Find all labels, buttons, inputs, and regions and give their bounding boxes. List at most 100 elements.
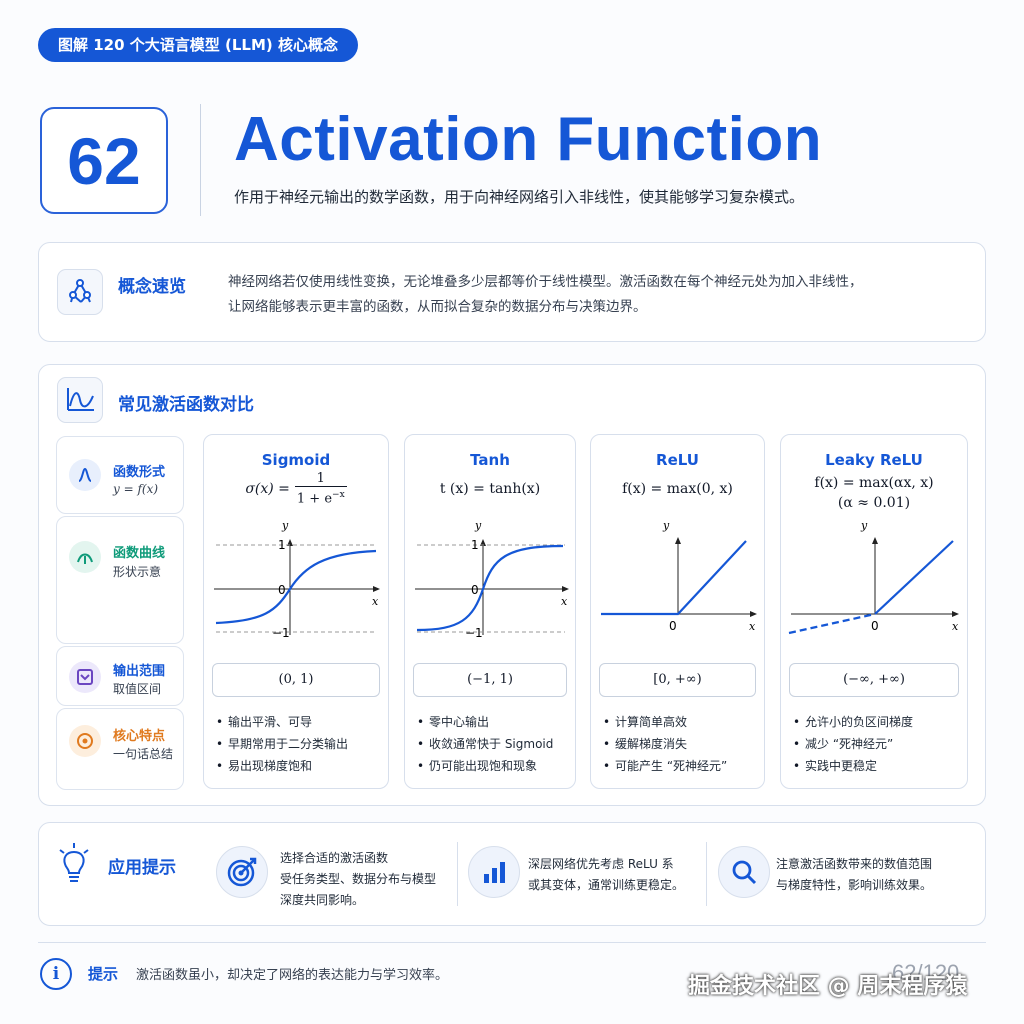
row-label-sub: 形状示意 <box>113 565 162 579</box>
tip-line: 与梯度特性，影响训练效果。 <box>776 878 933 892</box>
page-title: Activation Function <box>234 105 823 174</box>
function-formula: σ(x) = 1 1 + e−x <box>204 471 388 507</box>
relu-curve <box>601 540 747 616</box>
series-label: 图解 120 个大语言模型 (LLM) 核心概念 <box>38 28 358 62</box>
tip-line: 选择合适的激活函数 <box>280 851 389 865</box>
tick-label: 1 <box>471 538 479 552</box>
row-label-curve: 函数曲线 形状示意 <box>56 516 184 644</box>
tip-line: 或其变体，通常训练更稳定。 <box>528 878 685 892</box>
watermark: 掘金技术社区 @ 周末程序猿 <box>688 974 968 999</box>
tip-divider <box>457 842 458 906</box>
leaky-relu-graph: y x 0 <box>788 519 959 635</box>
target-icon <box>69 725 101 757</box>
tick-label: 0 <box>278 583 286 597</box>
tip-divider <box>706 842 707 906</box>
leaky-relu-negative <box>788 612 876 635</box>
axis-x-label: x <box>952 620 959 633</box>
axis-x-label: x <box>749 620 756 633</box>
tip-text: 深层网络优先考虑 ReLU 系 或其变体，通常训练更稳定。 <box>528 854 684 896</box>
function-name: Sigmoid <box>261 451 331 469</box>
tick-label: 0 <box>669 619 677 633</box>
tanh-curve <box>416 544 564 632</box>
function-icon <box>69 459 101 491</box>
axis-x-label: x <box>372 595 379 608</box>
feature-item: 零中心输出 <box>417 711 571 733</box>
axis-y-label: y <box>662 519 670 532</box>
row-label-feature: 核心特点 一句话总结 <box>56 708 184 790</box>
row-label-form: 函数形式 y = f(x) <box>56 436 184 514</box>
feature-list: 输出平滑、可导 早期常用于二分类输出 易出现梯度饱和 <box>216 711 384 777</box>
leaky-relu-positive <box>874 540 954 615</box>
concept-number: 62 <box>40 107 168 214</box>
target-arrow-icon <box>216 846 268 898</box>
output-range: (0, 1) <box>212 663 380 697</box>
row-label-title: 输出范围 <box>113 664 166 679</box>
tips-title: 应用提示 <box>108 858 176 878</box>
relu-graph: y x 0 <box>601 519 757 633</box>
network-icon <box>57 269 103 315</box>
overview-line: 让网络能够表示更丰富的函数，从而拟合复杂的数据分布与决策边界。 <box>228 299 647 315</box>
info-icon: i <box>40 958 72 990</box>
feature-item: 允许小的负区间梯度 <box>793 711 963 733</box>
function-name: Leaky ReLU <box>825 451 923 469</box>
feature-item: 实践中更稳定 <box>793 755 963 777</box>
footer-divider <box>38 942 986 943</box>
overview-card <box>38 242 986 342</box>
feature-item: 易出现梯度饱和 <box>216 755 384 777</box>
function-formula: f(x) = max(0, x) <box>622 481 733 497</box>
bar-chart-icon <box>468 846 520 898</box>
tick-label: 1 <box>278 538 286 552</box>
curve-chart-icon <box>57 377 103 423</box>
function-name: ReLU <box>656 451 699 469</box>
tanh-graph: y x 1 0 −1 <box>415 519 569 640</box>
formula-denominator: 1 + e <box>296 491 333 507</box>
feature-list: 零中心输出 收敛通常快于 Sigmoid 仍可能出现饱和现象 <box>417 711 571 777</box>
function-formula: t (x) = tanh(x) <box>439 481 541 497</box>
row-label-sub: 取值区间 <box>113 682 162 696</box>
row-label-title: 函数曲线 <box>113 546 166 561</box>
feature-item: 计算简单高效 <box>603 711 760 733</box>
sigmoid-graph: y x 1 0 −1 <box>214 519 380 640</box>
feature-item: 可能产生 “死神经元” <box>603 755 760 777</box>
feature-item: 收敛通常快于 Sigmoid <box>417 733 571 755</box>
function-card-relu: ReLU f(x) = max(0, x) y x 0 [0, +∞) 计算简单… <box>590 434 765 789</box>
feature-item: 仍可能出现饱和现象 <box>417 755 571 777</box>
page-subtitle: 作用于神经元输出的数学函数，用于向神经网络引入非线性，使其能够学习复杂模式。 <box>234 188 805 206</box>
tip-line: 受任务类型、数据分布与模型 <box>280 872 437 886</box>
output-range: [0, +∞) <box>599 663 756 697</box>
feature-item: 缓解梯度消失 <box>603 733 760 755</box>
footer-tip-text: 激活函数虽小，却决定了网络的表达能力与学习效率。 <box>136 968 449 983</box>
axis-y-label: y <box>474 519 482 532</box>
axis-y-label: y <box>860 519 868 532</box>
formula-numerator: 1 <box>316 471 325 486</box>
feature-item: 输出平滑、可导 <box>216 711 384 733</box>
overview-line: 神经网络若仅使用线性变换，无论堆叠多少层都等价于线性模型。激活函数在每个神经元处… <box>228 274 863 290</box>
row-label-title: 核心特点 <box>113 729 166 744</box>
page-number: 62/120 <box>892 960 960 985</box>
comparison-title: 常见激活函数对比 <box>118 395 254 415</box>
formula-exponent: −x <box>332 490 345 500</box>
function-formula-param: (α ≈ 0.01) <box>837 495 911 511</box>
tip-text: 选择合适的激活函数 受任务类型、数据分布与模型 深度共同影响。 <box>280 848 436 911</box>
tip-line: 注意激活函数带来的数值范围 <box>776 857 933 871</box>
function-card-tanh: Tanh t (x) = tanh(x) y x 1 0 −1 (−1, 1) … <box>404 434 576 789</box>
function-name: Tanh <box>470 451 510 469</box>
curve-icon <box>69 541 101 573</box>
header-divider <box>200 104 201 216</box>
function-formula: f(x) = max(αx, x) <box>814 475 934 491</box>
axis-x-label: x <box>561 595 568 608</box>
tick-label: −1 <box>272 626 290 640</box>
footer-tip-label: 提示 <box>88 965 119 983</box>
output-range: (−1, 1) <box>413 663 567 697</box>
feature-list: 允许小的负区间梯度 减少 “死神经元” 实践中更稳定 <box>793 711 963 777</box>
row-label-title: 函数形式 <box>113 465 166 480</box>
tick-label: 0 <box>871 619 879 633</box>
formula-lhs: σ(x) = <box>245 481 290 498</box>
lightbulb-icon <box>56 842 92 886</box>
row-label-sub: y = f(x) <box>113 482 159 496</box>
magnifier-icon <box>718 846 770 898</box>
function-card-leaky-relu: Leaky ReLU f(x) = max(αx, x) (α ≈ 0.01) … <box>780 434 968 789</box>
tick-label: 0 <box>471 583 479 597</box>
output-range: (−∞, +∞) <box>789 663 959 697</box>
feature-item: 减少 “死神经元” <box>793 733 963 755</box>
